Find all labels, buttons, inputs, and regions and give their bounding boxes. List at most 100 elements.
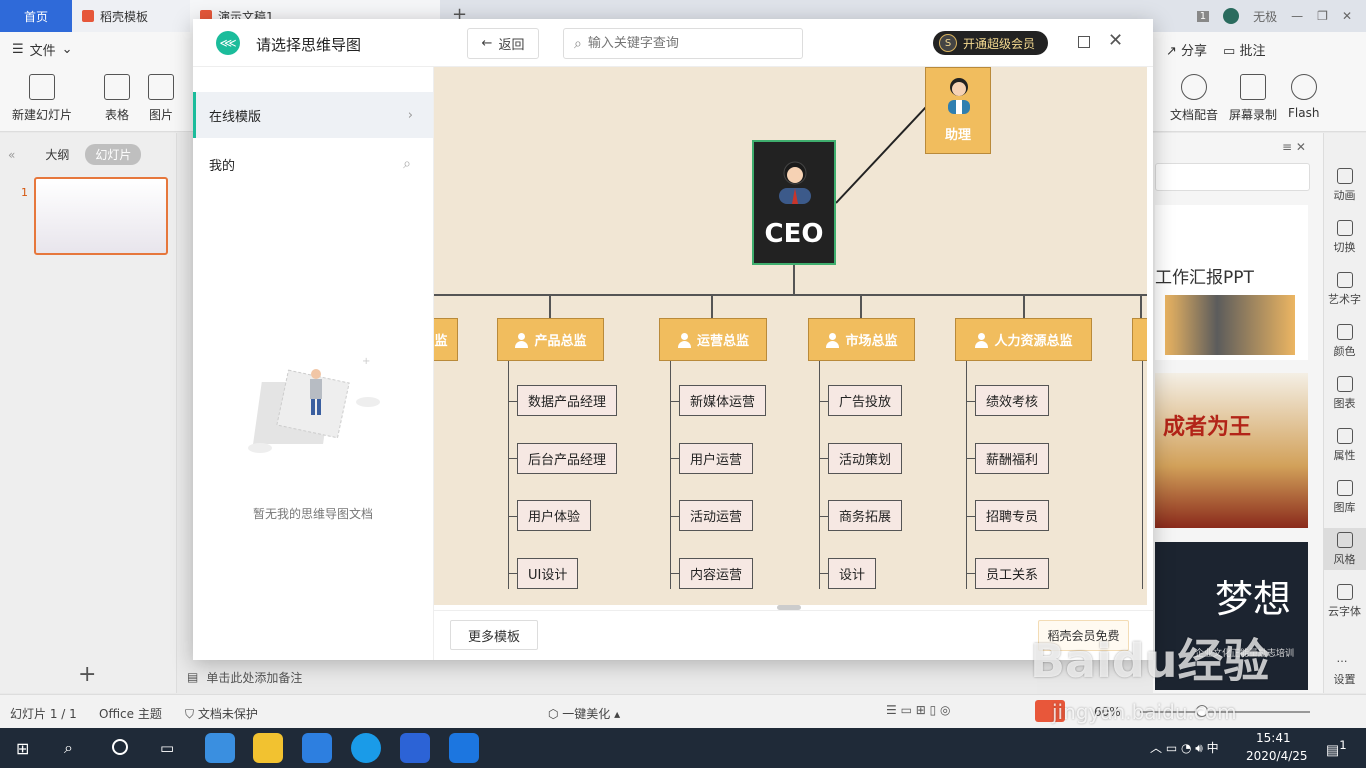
ceo-node: CEO xyxy=(752,140,836,265)
dept-spine xyxy=(508,361,509,589)
search-icon[interactable]: ⌕ xyxy=(403,156,411,172)
notification-icon[interactable]: ▤1 xyxy=(1326,738,1347,759)
notes-icon: ▤ xyxy=(187,670,199,684)
windows-start-icon[interactable]: ⊞ xyxy=(16,739,30,758)
protect-status[interactable]: ⛉ 文档未保护 xyxy=(185,707,258,721)
maximize-icon[interactable] xyxy=(1078,36,1090,48)
watermark-url: jingyan.baidu.com xyxy=(1052,700,1237,724)
beautify-button[interactable]: ⬡ 一键美化 ▴ xyxy=(548,707,621,721)
theme-name[interactable]: Office 主题 xyxy=(99,707,162,721)
sidebar-animation[interactable]: 动画 xyxy=(1323,168,1366,203)
browser-icon[interactable] xyxy=(351,733,381,763)
branch-stub xyxy=(711,295,713,318)
sidebar-wordart[interactable]: 艺术字 xyxy=(1323,272,1366,307)
sidebar-transition[interactable]: 切换 xyxy=(1323,220,1366,255)
tab-docer-templates[interactable]: 稻壳模板 xyxy=(72,0,190,32)
dialog-close-icon[interactable]: ✕ xyxy=(1108,30,1124,51)
slide-number: 1 xyxy=(21,186,28,199)
empty-state-text: 暂无我的思维导图文档 xyxy=(252,507,373,521)
restore-icon[interactable]: ❐ xyxy=(1317,9,1328,23)
clock-date[interactable]: 2020/4/25 xyxy=(1246,749,1308,763)
close-icon[interactable]: ✕ xyxy=(1341,9,1352,23)
picture-button[interactable]: 图片 xyxy=(148,74,174,123)
sidebar-properties[interactable]: 属性 xyxy=(1323,428,1366,463)
zoom-handle[interactable] xyxy=(1196,705,1208,717)
member-free-button[interactable]: 稻壳会员免费 xyxy=(1038,620,1129,651)
minimize-icon[interactable]: — xyxy=(1291,9,1304,23)
tab-home[interactable]: 首页 xyxy=(0,0,72,32)
record-icon xyxy=(1240,74,1266,100)
search-box[interactable]: ⌕ xyxy=(563,28,803,59)
slide-counter: 幻灯片 1 / 1 xyxy=(10,707,77,721)
sidebar-color[interactable]: 颜色 xyxy=(1323,324,1366,359)
new-slide-button[interactable]: 新建幻灯片 xyxy=(12,74,72,123)
palette-icon xyxy=(1336,324,1353,340)
vip-button[interactable]: S 开通超级会员 xyxy=(933,31,1048,55)
more-templates-button[interactable]: 更多模板 xyxy=(450,620,538,650)
file-explorer-icon[interactable] xyxy=(253,733,283,763)
role-node: 活动策划 xyxy=(828,443,903,474)
role-node: 后台产品经理 xyxy=(517,443,618,474)
chevron-right-icon: › xyxy=(407,107,413,123)
dialog-nav xyxy=(193,67,434,660)
doc-voice-button[interactable]: 文档配音 xyxy=(1170,74,1218,123)
role-node: 活动运营 xyxy=(679,500,754,531)
panel-search-input[interactable] xyxy=(1155,163,1310,191)
template-illustration xyxy=(1165,295,1295,355)
search-input[interactable] xyxy=(587,36,778,51)
department-node: 人力资源总监 xyxy=(955,318,1092,361)
search-icon[interactable]: ⌕ xyxy=(64,738,73,757)
taskbar-app-3[interactable] xyxy=(302,733,332,763)
template-card-work-report[interactable]: 工作汇报PPT xyxy=(1155,205,1308,360)
slide-thumbnail[interactable] xyxy=(34,177,168,255)
sidebar-chart[interactable]: 图表 xyxy=(1323,376,1366,411)
file-menu[interactable]: ☰ 文件 ⌄ xyxy=(12,42,73,59)
cortana-icon[interactable] xyxy=(112,739,128,755)
flash-button[interactable]: Flash xyxy=(1288,74,1319,120)
transition-icon xyxy=(1336,220,1353,236)
template-card-dream[interactable]: 梦想 企业文化正能量励志培训 xyxy=(1155,542,1308,690)
template-preview[interactable]: 助理 CEO 监 产品总监 数据产品经理 后台产品经理 用户体验 UI设计 运营… xyxy=(434,67,1147,605)
tab-outline[interactable]: 大纲 xyxy=(45,148,70,162)
role-node: 广告投放 xyxy=(828,385,903,416)
preview-resize-handle[interactable] xyxy=(777,605,801,610)
sidebar-settings[interactable]: …设置 xyxy=(1333,652,1356,686)
screen-record-button[interactable]: 屏幕录制 xyxy=(1229,74,1277,123)
more-icon: … xyxy=(1336,652,1348,665)
wps-icon[interactable] xyxy=(400,733,430,763)
docer-icon xyxy=(82,10,94,22)
arrow-left-icon: ← xyxy=(481,36,493,51)
clock-time[interactable]: 15:41 xyxy=(1256,731,1291,745)
sidebar-gallery[interactable]: 图库 xyxy=(1323,480,1366,515)
role-node: 新媒体运营 xyxy=(679,385,767,416)
phone-icon[interactable] xyxy=(449,733,479,763)
person-icon xyxy=(677,332,691,348)
nav-mine[interactable]: 我的 ⌕ xyxy=(209,156,411,174)
panel-options-icon[interactable]: ≡ ✕ xyxy=(1282,140,1306,154)
tray-icons[interactable]: ︿ ▭ ◔ 🔊︎ 中 xyxy=(1150,741,1219,755)
tab-slides[interactable]: 幻灯片 xyxy=(85,144,142,165)
share-button[interactable]: ↗ 分享 xyxy=(1166,44,1208,59)
back-button[interactable]: ← 返回 xyxy=(467,28,539,59)
nav-online-templates[interactable]: 在线模版 › xyxy=(193,92,433,138)
zoom-level[interactable]: 60% xyxy=(1094,705,1121,719)
view-buttons[interactable]: ☰ ▭ ⊞ ▯ ◎ xyxy=(886,703,951,717)
window-count-badge[interactable]: 1 xyxy=(1196,10,1210,22)
taskbar-app-1[interactable] xyxy=(205,733,235,763)
role-node: 招聘专员 xyxy=(975,500,1050,531)
zoom-slider[interactable] xyxy=(1140,711,1310,713)
dept-spine xyxy=(819,361,820,589)
sidebar-cloud-font[interactable]: 云字体 xyxy=(1323,584,1366,619)
user-name[interactable]: 无极 xyxy=(1253,9,1278,24)
play-button[interactable] xyxy=(1035,700,1065,722)
table-button[interactable]: 表格 xyxy=(104,74,130,123)
role-node: 用户运营 xyxy=(679,443,754,474)
sidebar-style[interactable]: 风格 xyxy=(1323,528,1366,570)
avatar[interactable] xyxy=(1223,8,1240,24)
template-card-winner[interactable]: 成者为王 xyxy=(1155,373,1308,528)
add-slide-button[interactable]: + xyxy=(78,662,97,687)
collapse-icon[interactable]: « xyxy=(8,147,16,162)
comment-button[interactable]: ▭ 批注 xyxy=(1223,44,1266,59)
task-view-icon[interactable]: ▭ xyxy=(160,739,175,757)
notes-bar[interactable]: ▤ 单击此处添加备注 xyxy=(177,660,1037,694)
